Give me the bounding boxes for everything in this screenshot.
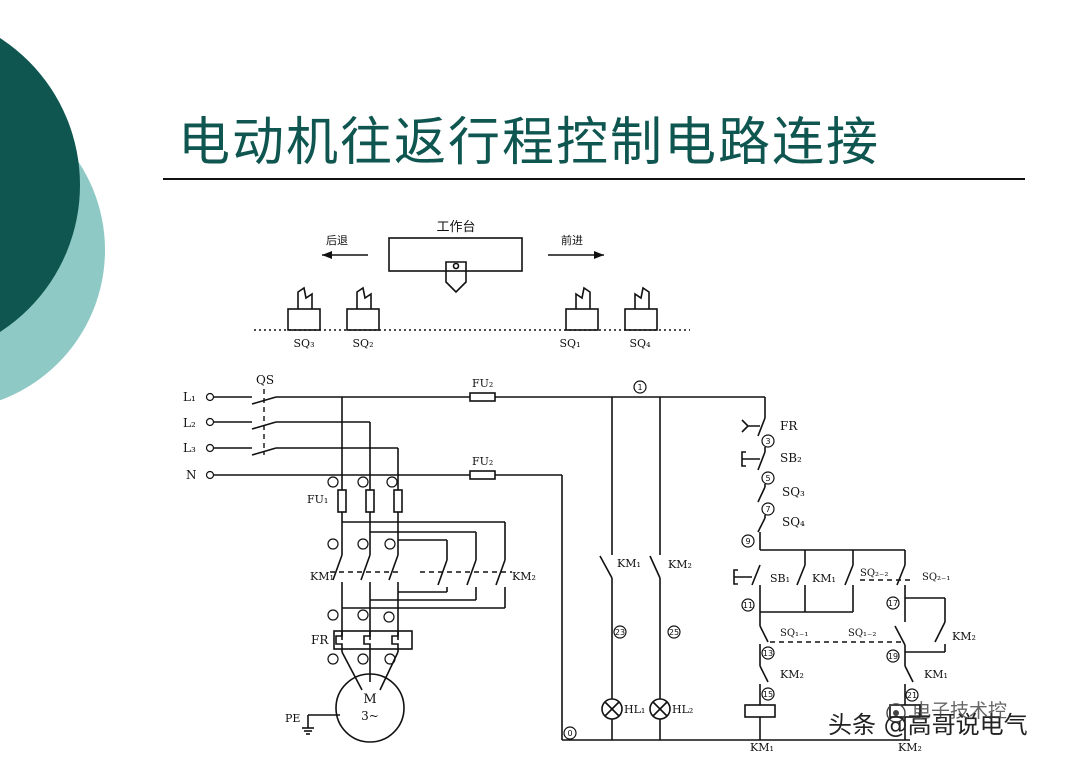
back-label: 后退 <box>326 234 348 247</box>
mechanism-sketch: 工作台 后退 前进 SQ₃ SQ₂ S <box>254 220 690 350</box>
worktable <box>388 237 523 272</box>
power-circuit: L₁ L₂ L₃ N QS FU₂ 1 <box>183 373 765 743</box>
label-l2: L₂ <box>183 416 196 430</box>
limit-switch-sq1: SQ₁ <box>560 286 599 350</box>
svg-text:11: 11 <box>743 601 753 610</box>
watermark: 头条 @高哥说电气 <box>828 711 1028 739</box>
fu2-top-label: FU₂ <box>472 377 493 390</box>
indicator-branch: KM₁ KM₂ 23 25 HL₁ HL₂ 0 <box>562 397 910 741</box>
svg-text:SQ₃: SQ₃ <box>294 337 315 350</box>
sq3-control-label: SQ₃ <box>782 485 805 499</box>
svg-text:M: M <box>363 692 376 707</box>
sq4-control-label: SQ₄ <box>782 515 805 529</box>
svg-text:9: 9 <box>745 537 750 546</box>
sb1-label: SB₁ <box>770 572 790 585</box>
svg-text:23: 23 <box>615 628 625 637</box>
label-l3: L₃ <box>183 441 196 455</box>
svg-text:13: 13 <box>763 649 773 658</box>
worktable-label: 工作台 <box>436 220 475 235</box>
label-n: N <box>186 468 197 482</box>
sq21-label: SQ₂₋₁ <box>922 572 950 583</box>
hl-km2-label: KM₂ <box>668 558 692 571</box>
limit-switch-sq4: SQ₄ <box>624 286 658 350</box>
forward-label: 前进 <box>561 233 583 247</box>
svg-text:25: 25 <box>669 628 679 637</box>
svg-text:21: 21 <box>907 691 917 700</box>
sb2-label: SB₂ <box>780 451 802 465</box>
svg-text:19: 19 <box>888 652 898 661</box>
km2-interlock-label: KM₂ <box>780 668 804 681</box>
watermark-secondary: 电子技术控 <box>912 700 1008 722</box>
limit-switch-sq2: SQ₂ <box>346 286 380 350</box>
svg-text:SQ₁: SQ₁ <box>560 337 581 350</box>
cam <box>445 261 467 294</box>
fu1-label: FU₁ <box>307 493 328 506</box>
limit-switch-sq3: SQ₃ <box>287 286 321 350</box>
coil-km2-label: KM₂ <box>898 741 922 754</box>
deco-circle-dark <box>0 38 80 332</box>
pe-label: PE <box>285 712 300 725</box>
watermark-logo-icon <box>886 703 906 723</box>
hl-km1-label: KM₁ <box>617 557 641 570</box>
svg-text:SQ₂: SQ₂ <box>353 337 374 350</box>
lamp-hl1: HL₁ <box>601 698 645 720</box>
km2-main-label: KM₂ <box>512 570 536 583</box>
lamp-hl2: HL₂ <box>649 698 693 720</box>
km1-main-label: KM₁ <box>310 570 334 583</box>
fu2-n-label: FU₂ <box>472 455 493 468</box>
svg-text:0: 0 <box>567 729 572 738</box>
svg-text:5: 5 <box>765 474 770 483</box>
coil-km1 <box>744 704 776 718</box>
sq22-label: SQ₂₋₂ <box>860 568 888 579</box>
svg-text:15: 15 <box>763 690 773 699</box>
motor <box>335 673 405 743</box>
svg-text:1: 1 <box>637 383 642 392</box>
control-circuit: FR 3 SB₂ 5 SQ₃ 7 SQ₄ 9 SB₁ <box>733 397 976 754</box>
svg-text:3: 3 <box>765 437 770 446</box>
title-divider <box>163 178 1025 180</box>
sq12-label: SQ₁₋₂ <box>848 628 876 639</box>
svg-text:3~: 3~ <box>361 709 379 723</box>
svg-text:HL₂: HL₂ <box>672 703 693 716</box>
svg-text:17: 17 <box>888 599 898 608</box>
svg-text:7: 7 <box>765 505 770 514</box>
svg-text:HL₁: HL₁ <box>624 703 645 716</box>
qs-label: QS <box>256 373 274 387</box>
fr-power-label: FR <box>311 633 329 647</box>
km2-hold-label: KM₂ <box>952 630 976 643</box>
fr-control-label: FR <box>780 419 798 433</box>
km1-hold-label: KM₁ <box>812 572 836 585</box>
sq11-label: SQ₁₋₁ <box>780 628 808 639</box>
svg-text:SQ₄: SQ₄ <box>630 337 652 350</box>
label-l1: L₁ <box>183 390 196 404</box>
page-title: 电动机往返行程控制电路连接 <box>178 113 881 173</box>
coil-km1-label: KM₁ <box>750 741 774 754</box>
km1-interlock-label: KM₁ <box>924 668 948 681</box>
